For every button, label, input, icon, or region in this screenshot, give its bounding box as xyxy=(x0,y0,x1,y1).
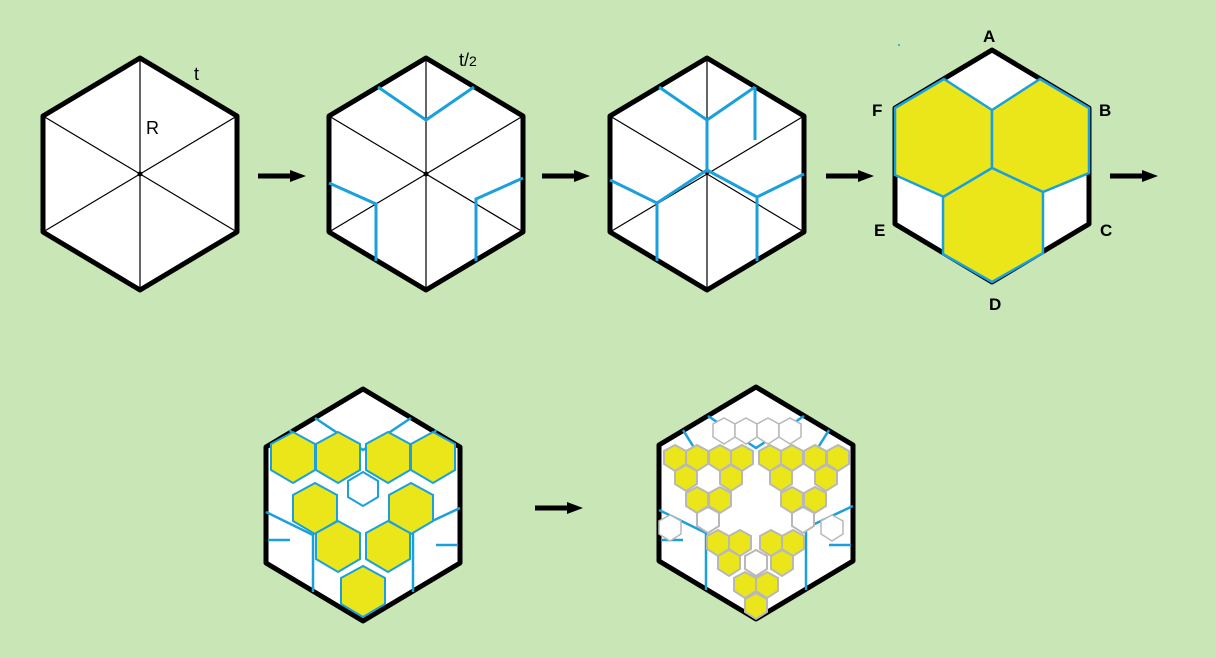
center-point xyxy=(137,171,143,177)
vertex-label-d: D xyxy=(989,295,1001,314)
right-arrow-icon xyxy=(826,170,874,182)
vertex-label-f: F xyxy=(872,101,882,120)
radial-lines xyxy=(609,58,805,290)
center-point xyxy=(423,171,429,177)
half-side-label: t/2 xyxy=(459,50,477,70)
yellow-cells xyxy=(270,430,456,619)
hexagon-step-6 xyxy=(656,384,856,622)
hexagon-step-3 xyxy=(607,55,807,293)
yellow-cells xyxy=(893,77,1091,284)
hexagon-step-2: t/2 xyxy=(326,50,526,293)
right-arrow-icon xyxy=(535,502,583,514)
vertex-label-e: E xyxy=(874,221,885,240)
hexagon-step-1: R t xyxy=(40,55,240,293)
cut-lines xyxy=(609,85,805,261)
radius-label: R xyxy=(146,118,159,138)
side-label: t xyxy=(194,64,199,84)
right-arrow-icon xyxy=(258,170,306,182)
right-arrow-icon xyxy=(1110,170,1158,182)
hexagon-step-4: A B C D E F xyxy=(872,27,1112,314)
inner-white-cells xyxy=(658,417,844,542)
vertex-label-b: B xyxy=(1099,101,1111,120)
vertex-label-c: C xyxy=(1100,221,1112,240)
vertex-label-a: A xyxy=(983,27,995,46)
cut-lines xyxy=(265,416,461,592)
right-arrow-icon xyxy=(542,170,590,182)
small-yellow-cells xyxy=(663,443,850,621)
vertex-labels: A B C D E F xyxy=(872,27,1112,314)
hexagon-step-5 xyxy=(263,386,463,624)
cut-lines xyxy=(328,85,524,261)
